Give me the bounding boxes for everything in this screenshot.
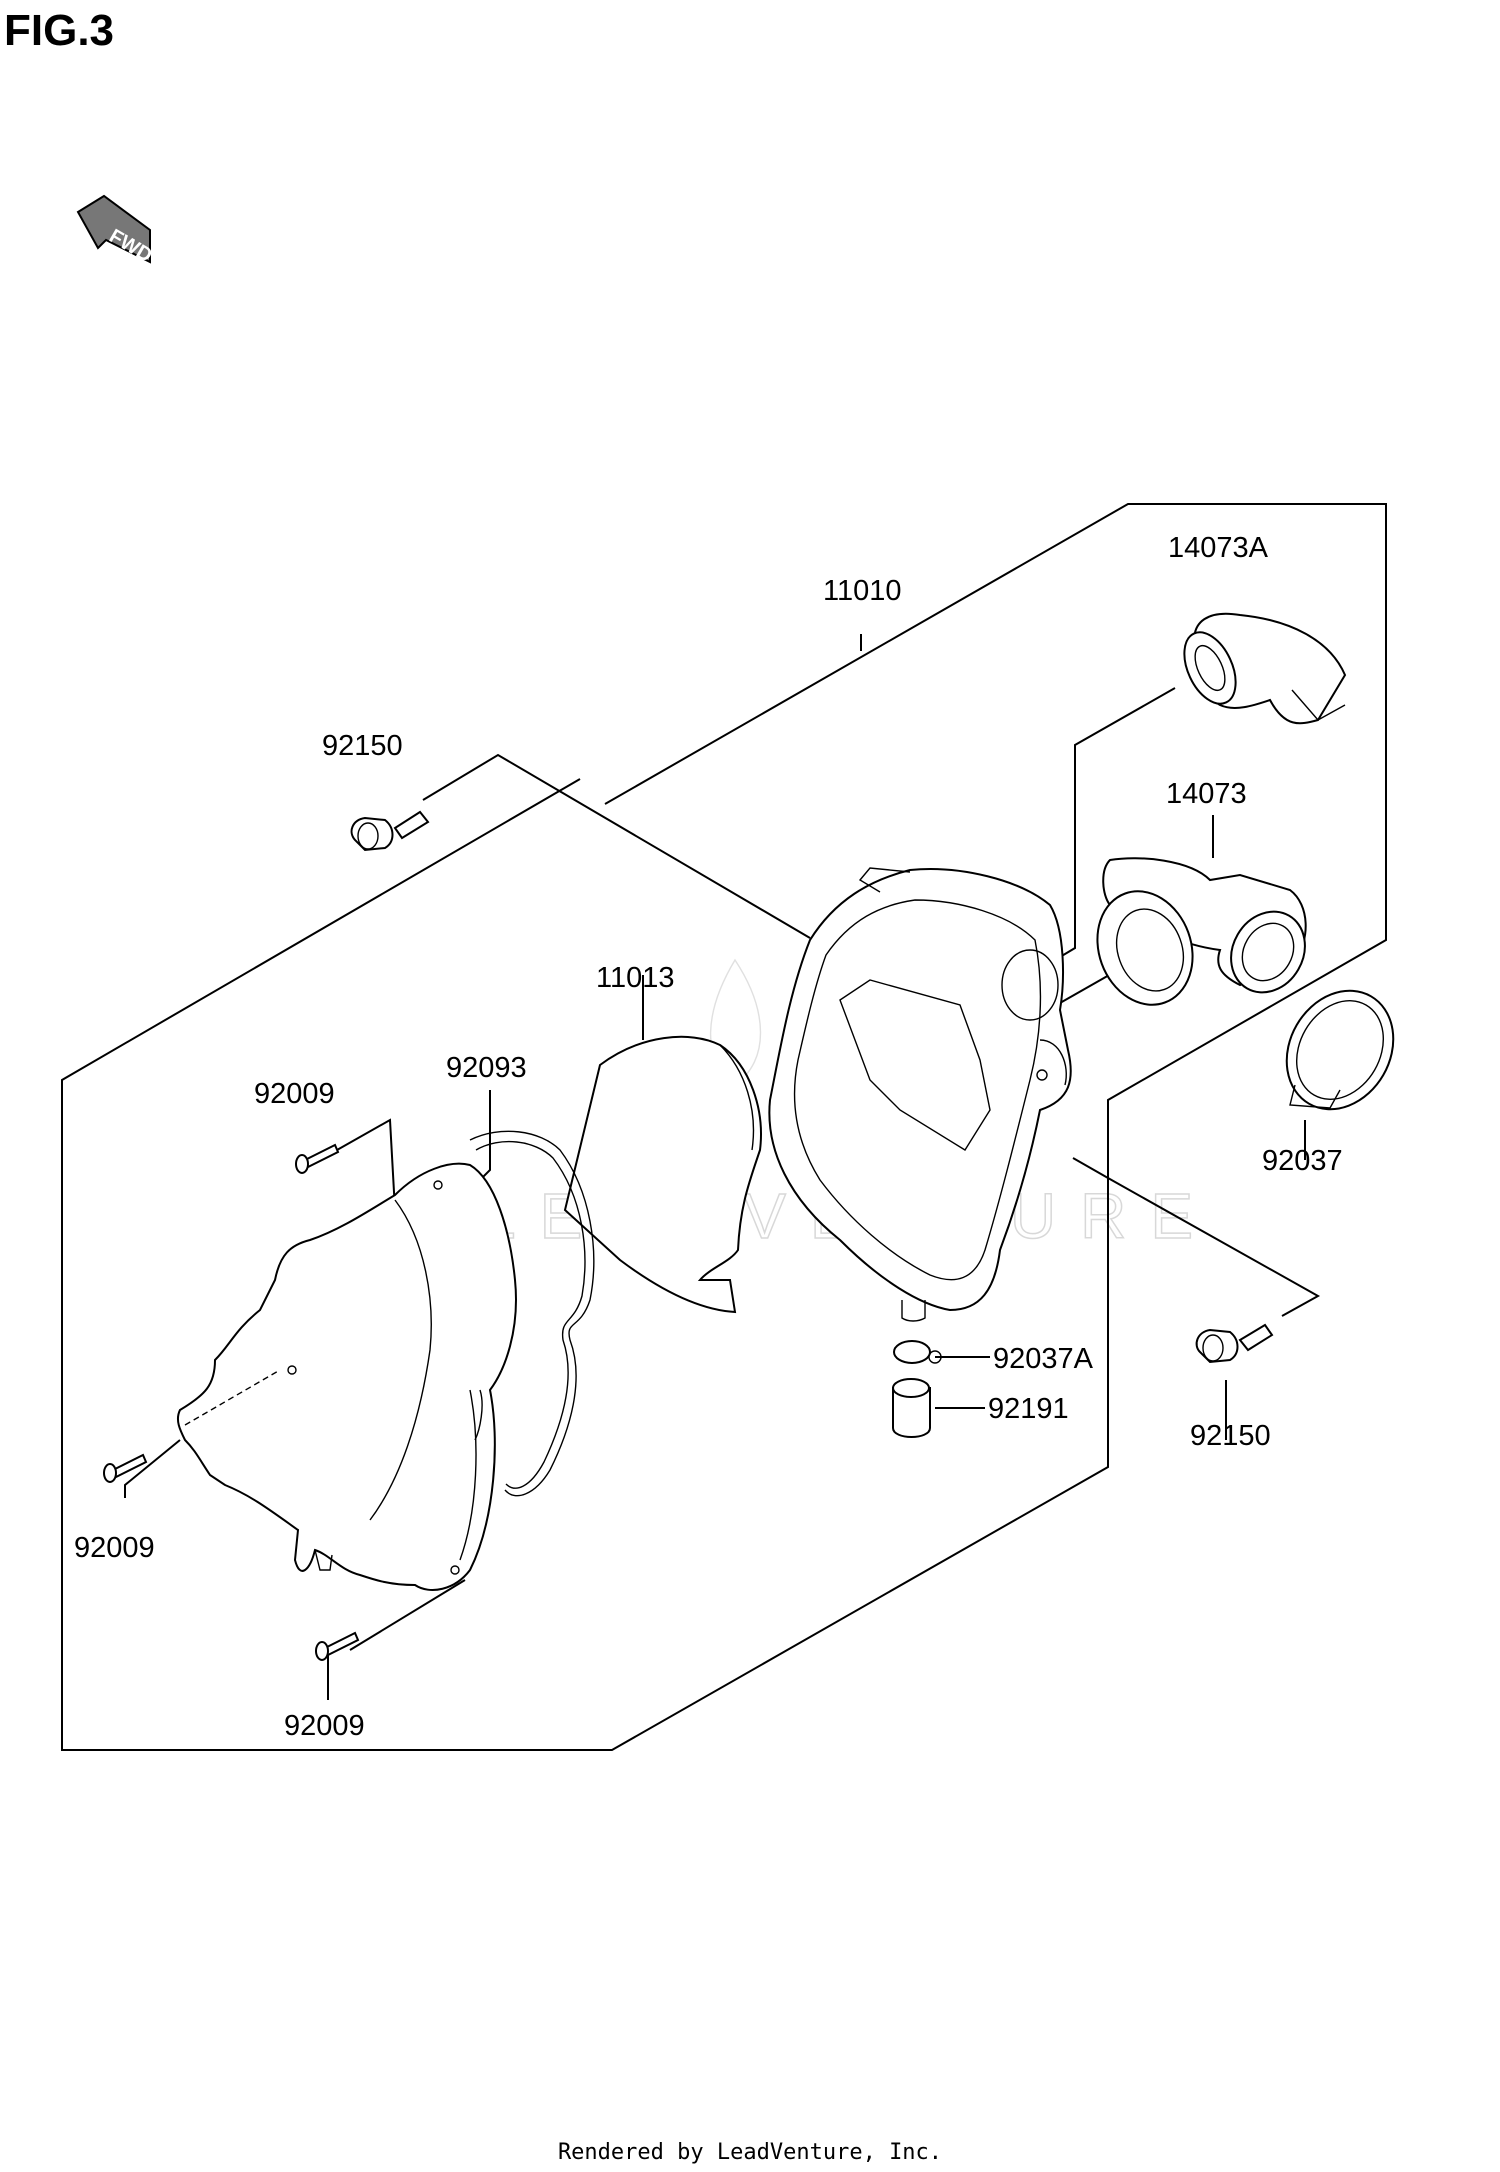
part-92009-screw-left xyxy=(103,1453,148,1483)
label-92150-top: 92150 xyxy=(322,730,403,762)
part-11010-air-cleaner-case xyxy=(768,867,1072,1322)
footer-credit: Rendered by LeadVenture, Inc. xyxy=(557,2140,943,2165)
part-14073A-elbow xyxy=(1183,612,1347,725)
label-14073A: 14073A xyxy=(1168,532,1269,564)
part-92037-hose-clamp xyxy=(1285,989,1395,1111)
part-92037A-clamp xyxy=(893,1340,942,1364)
assembly-outline xyxy=(61,503,1387,1751)
part-92150-bolt-right xyxy=(1195,1323,1274,1364)
label-11010: 11010 xyxy=(823,575,902,607)
fwd-arrow-icon: FWD xyxy=(76,194,156,267)
part-92191-drain-cap xyxy=(892,1378,931,1438)
label-92009-left: 92009 xyxy=(74,1532,155,1564)
figure-title: FIG.3 xyxy=(4,6,115,55)
label-92037: 92037 xyxy=(1262,1145,1343,1177)
part-labels: 11010 14073A 14073 92150 92150 11013 920… xyxy=(74,532,1343,1742)
label-92093: 92093 xyxy=(446,1052,527,1084)
part-outer-cover xyxy=(176,1162,517,1591)
label-92009-top: 92009 xyxy=(254,1078,335,1110)
part-92093-gasket xyxy=(469,1130,595,1497)
label-92150-right: 92150 xyxy=(1190,1420,1271,1452)
label-11013: 11013 xyxy=(596,962,675,994)
part-92009-screw-top xyxy=(295,1143,340,1174)
part-92150-bolt-top xyxy=(350,810,430,852)
label-92009-bottom: 92009 xyxy=(284,1710,365,1742)
label-92191: 92191 xyxy=(988,1393,1069,1425)
label-14073: 14073 xyxy=(1166,778,1247,810)
label-92037A: 92037A xyxy=(993,1343,1094,1375)
part-14073-intake-elbow xyxy=(1096,857,1307,1006)
part-11013-filter-element xyxy=(563,1035,762,1314)
part-92009-screw-bottom xyxy=(315,1631,360,1661)
